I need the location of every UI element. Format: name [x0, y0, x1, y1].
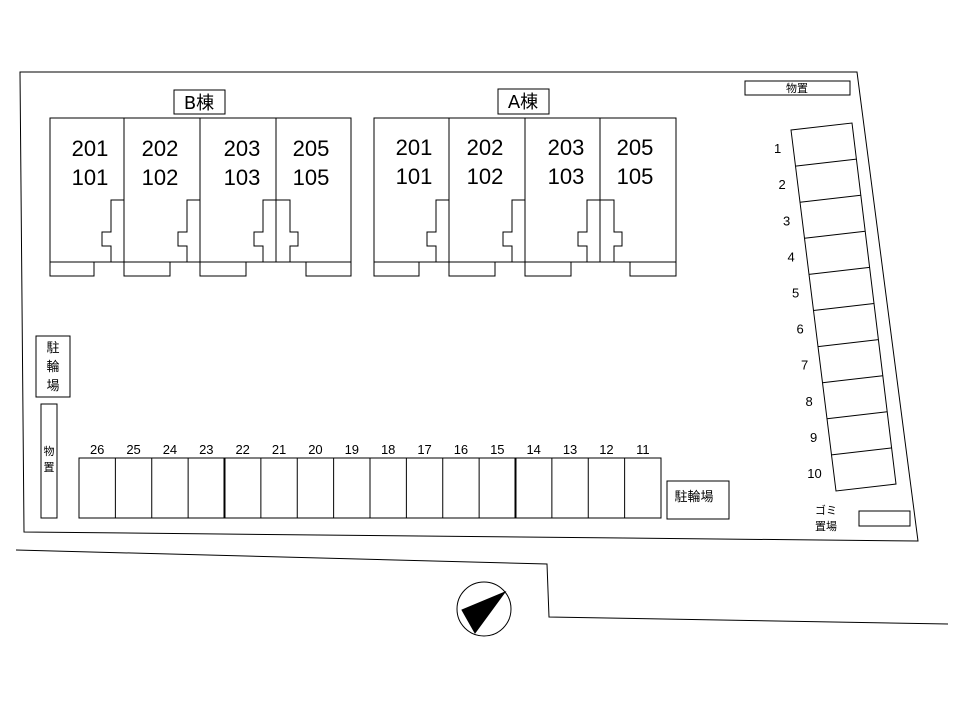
- parking-bottom-number: 21: [272, 442, 286, 457]
- site-boundary: [19, 71, 919, 542]
- parking-right-column: 1 2 3 4 5 6 7 8 9 10: [774, 122, 897, 492]
- parking-right-divider: [813, 303, 875, 311]
- parking-right-divider: [795, 158, 857, 167]
- bike-parking-left-box: [35, 335, 71, 398]
- parking-bottom-number: 23: [199, 442, 213, 457]
- unit-b-101: 101: [72, 165, 109, 190]
- parking-right-number: 9: [810, 430, 817, 445]
- parking-bottom-number: 17: [417, 442, 431, 457]
- building-b-label: B棟: [184, 93, 214, 114]
- parking-right-number: 10: [807, 466, 821, 481]
- storage-left-label: 物置: [44, 444, 55, 474]
- parking-right-number: 6: [797, 322, 804, 337]
- parking-bottom-number: 22: [235, 442, 249, 457]
- bike-parking-left-label: 駐輪場: [46, 341, 59, 394]
- parking-bottom-number: 16: [454, 442, 468, 457]
- parking-right-divider: [799, 194, 861, 203]
- storage-top-label: 物置: [786, 81, 808, 95]
- building-a-unit-numbers: 201 101 202 102 203 103 205 105: [396, 135, 654, 189]
- unit-a-103: 103: [548, 164, 585, 189]
- garbage-box: [858, 510, 911, 527]
- parking-right-number: 5: [792, 285, 799, 300]
- building-a-entrances: [426, 199, 623, 262]
- unit-a-201: 201: [396, 135, 433, 160]
- parking-bottom-number: 26: [90, 442, 104, 457]
- building-b-entrances: [101, 199, 299, 262]
- parking-bottom-number: 20: [308, 442, 322, 457]
- unit-a-205: 205: [617, 135, 654, 160]
- storage-left-char: 物: [44, 444, 55, 458]
- unit-b-203: 203: [224, 136, 261, 161]
- unit-b-201: 201: [72, 136, 109, 161]
- storage-left-char: 置: [44, 461, 55, 474]
- parking-right-divider: [822, 375, 883, 384]
- building-b-label-box: [173, 89, 226, 115]
- unit-a-102: 102: [467, 164, 504, 189]
- unit-a-203: 203: [548, 135, 585, 160]
- storage-top-box: [744, 80, 851, 96]
- parking-bottom-row: 26 25 24 23 22 21 20 19 18 17 16 15 14 13 12 11: [78, 442, 662, 519]
- building-a-balconies: [373, 261, 677, 277]
- parking-bottom-number: 13: [563, 442, 577, 457]
- parking-right-divider: [817, 339, 879, 348]
- parking-right-divider: [831, 447, 892, 456]
- parking-right-number: 1: [774, 141, 781, 156]
- unit-a-101: 101: [396, 164, 433, 189]
- building-b-balconies: [49, 261, 352, 277]
- road-line: [15, 549, 949, 625]
- bike-parking-left-char: 輪: [46, 359, 59, 375]
- parking-bottom-number: 15: [490, 442, 504, 457]
- building-b-unit-numbers: 201 101 202 102 203 103 205 105: [72, 136, 330, 190]
- parking-right-number: 2: [779, 177, 786, 192]
- garbage-label-line1: ゴミ: [815, 503, 837, 517]
- parking-right-divider: [804, 230, 866, 239]
- parking-right-number: 3: [783, 213, 790, 228]
- unit-a-105: 105: [617, 164, 654, 189]
- building-a-label-box: [497, 88, 550, 115]
- bike-parking-bottom-box: [666, 480, 730, 520]
- parking-bottom-number: 19: [345, 442, 359, 457]
- bike-parking-left-char: 駐: [46, 341, 59, 356]
- parking-bottom-number: 11: [636, 442, 650, 457]
- parking-right-number: 7: [801, 358, 808, 373]
- bike-parking-left-char: 場: [46, 379, 59, 394]
- unit-b-102: 102: [142, 165, 179, 190]
- storage-left-box: [40, 403, 58, 519]
- parking-bottom-number: 14: [526, 442, 540, 457]
- parking-bottom-number: 12: [599, 442, 613, 457]
- building-b: B棟 201 101 202 102 203 103 205 105: [49, 89, 352, 277]
- unit-a-202: 202: [467, 135, 504, 160]
- parking-right-number: 8: [806, 394, 813, 409]
- unit-b-105: 105: [293, 165, 330, 190]
- building-a-dividers: [448, 118, 601, 262]
- parking-bottom-number: 18: [381, 442, 395, 457]
- garbage-label-line2: 置場: [815, 520, 837, 533]
- parking-bottom-number: 25: [126, 442, 140, 457]
- unit-b-202: 202: [142, 136, 179, 161]
- building-a-label: A棟: [508, 92, 538, 113]
- parking-right-number: 4: [788, 249, 795, 264]
- parking-right-divider: [808, 266, 870, 275]
- building-a: A棟 201 101 202 102 203 103 205 105: [373, 88, 677, 277]
- building-b-dividers: [123, 118, 277, 262]
- north-arrow-icon: [456, 581, 512, 637]
- bike-parking-bottom-label: 駐輪場: [674, 489, 713, 505]
- unit-b-103: 103: [224, 165, 261, 190]
- unit-b-205: 205: [293, 136, 330, 161]
- parking-right-divider: [826, 411, 888, 420]
- parking-bottom-number: 24: [163, 442, 177, 457]
